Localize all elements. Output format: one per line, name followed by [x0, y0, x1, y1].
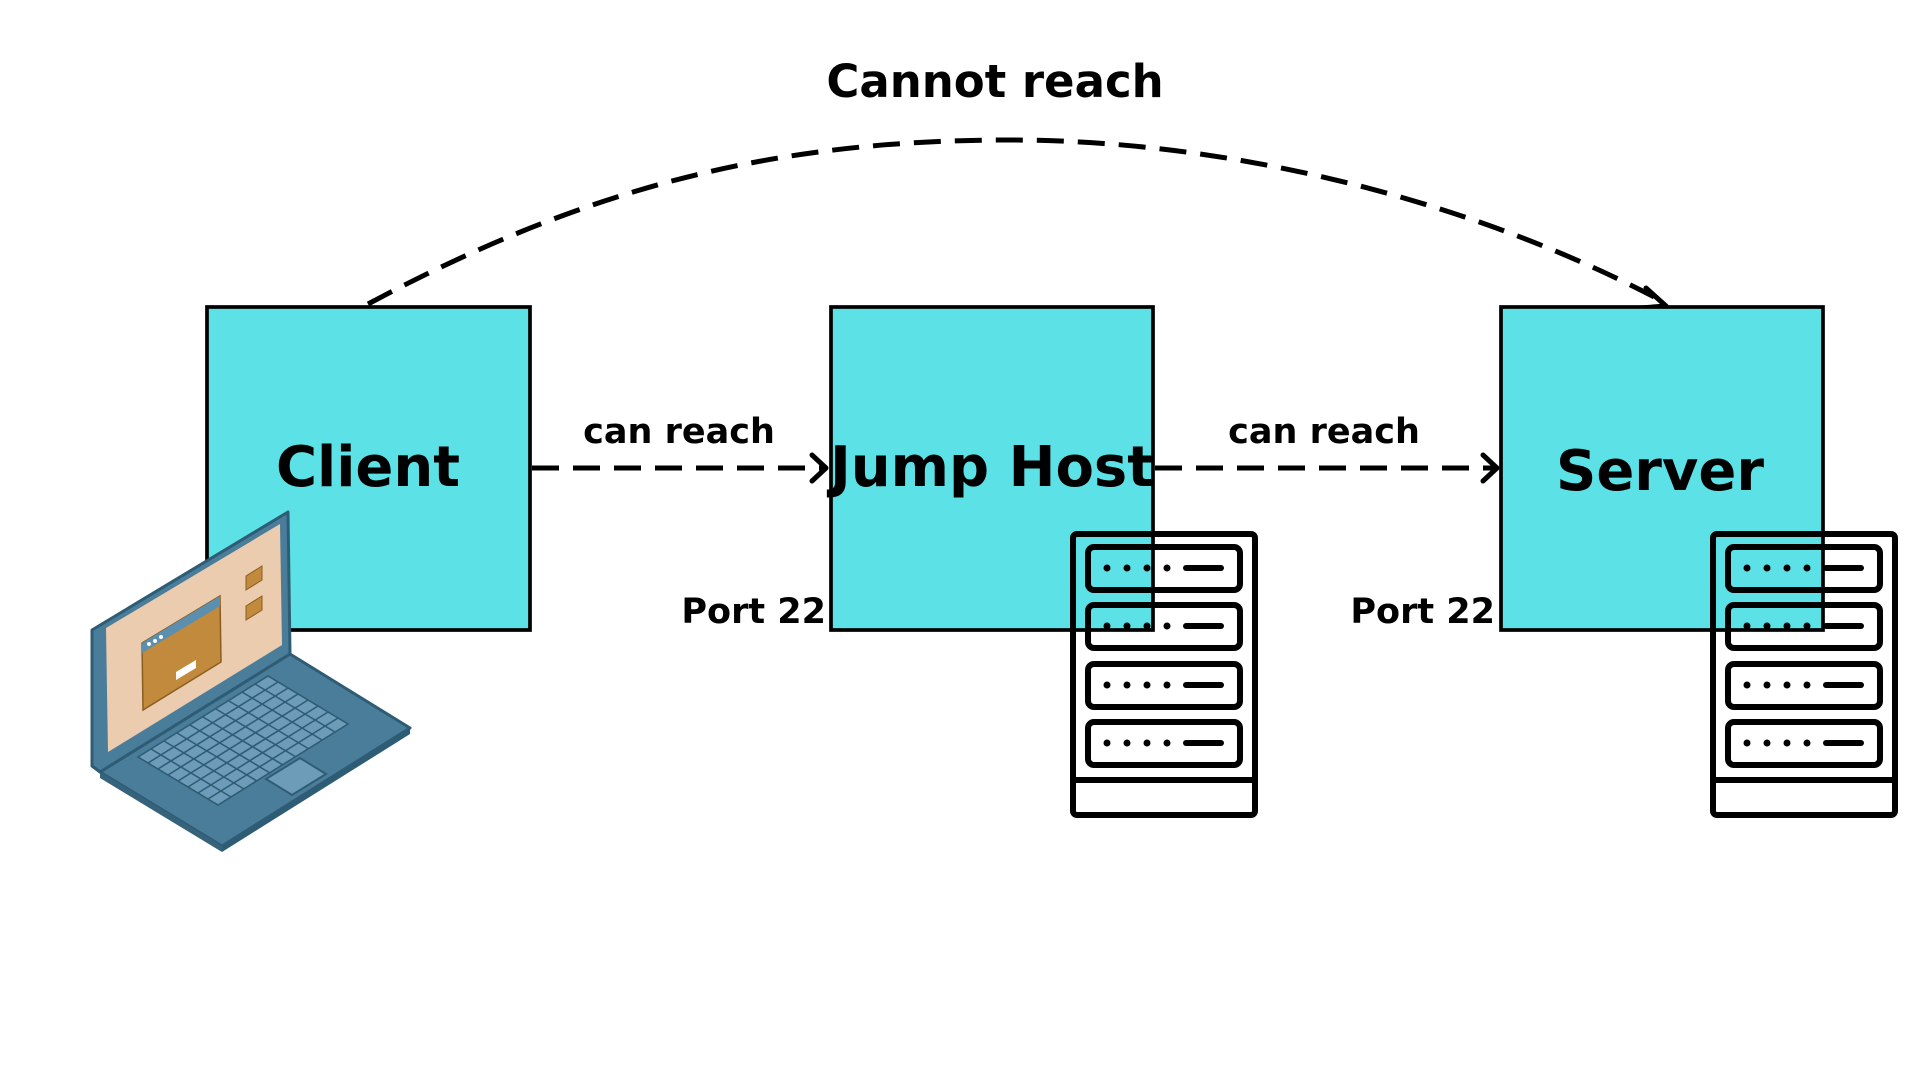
- laptop-touchpad: [264, 756, 328, 797]
- server-port-label: Port 22: [1350, 592, 1495, 632]
- folder-icon-1: [245, 565, 263, 591]
- jumphost-to-server-arrowhead: [1480, 452, 1500, 484]
- laptop-base-edge-right: [222, 728, 410, 852]
- client-to-jumphost-edge: can reach: [532, 412, 829, 484]
- jump-host-port-label: Port 22: [681, 592, 826, 632]
- client-label: Client: [276, 435, 460, 500]
- cannot-reach-edge: Cannot reach: [366, 55, 1669, 311]
- laptop-keyboard: [136, 675, 350, 806]
- jump-host-box: [829, 305, 1155, 632]
- client-to-jumphost-label: can reach: [583, 412, 775, 452]
- folder-icon-2: [245, 595, 263, 621]
- client-to-jumphost-arrowhead: [809, 452, 829, 484]
- jump-host-label: Jump Host: [826, 435, 1154, 500]
- jumphost-to-server-edge: can reach: [1155, 412, 1500, 484]
- jump-host-node: Jump Host Port 22: [681, 305, 1155, 632]
- jump-host-server-rack-icon: [1070, 531, 1258, 818]
- laptop-base-edge: [100, 772, 222, 852]
- jumphost-to-server-label: can reach: [1228, 412, 1420, 452]
- server-box: [1499, 305, 1825, 632]
- screen-window-button: [176, 660, 196, 680]
- server-label: Server: [1556, 439, 1764, 504]
- laptop-icon: [90, 510, 412, 852]
- server-server-rack-icon: [1710, 531, 1898, 818]
- server-node: Server Port 22: [1350, 305, 1825, 632]
- cannot-reach-curve: [366, 137, 1662, 307]
- cannot-reach-label: Cannot reach: [826, 55, 1163, 108]
